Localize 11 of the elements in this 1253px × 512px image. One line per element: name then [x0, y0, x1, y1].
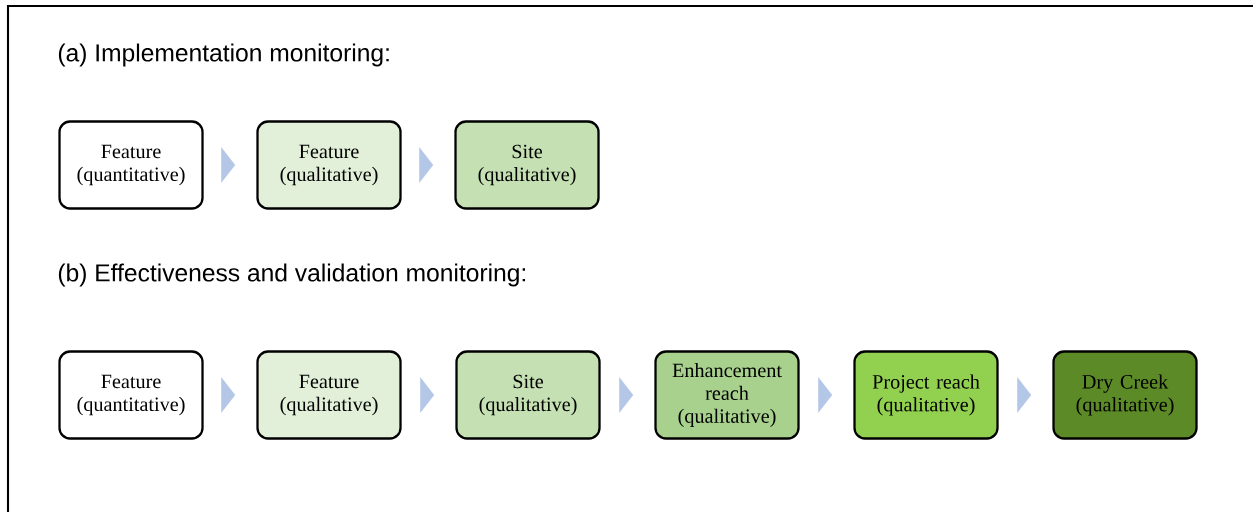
process-box: Enhancement reach (qualitative)	[654, 350, 800, 440]
process-box: Project reach (qualitative)	[853, 350, 999, 440]
process-box: Feature (quantitative)	[58, 350, 204, 440]
process-box: Feature (qualitative)	[256, 350, 402, 440]
section-heading: (a) Implementation monitoring:	[58, 43, 389, 67]
process-box: Feature (qualitative)	[256, 120, 402, 210]
process-box: Site (qualitative)	[454, 120, 600, 210]
process-box: Site (qualitative)	[455, 350, 601, 440]
process-box: Feature (quantitative)	[58, 120, 204, 210]
process-box: Dry Creek (qualitative)	[1052, 350, 1198, 440]
section-heading: (b) Effectiveness and validation monitoring:	[58, 263, 525, 287]
